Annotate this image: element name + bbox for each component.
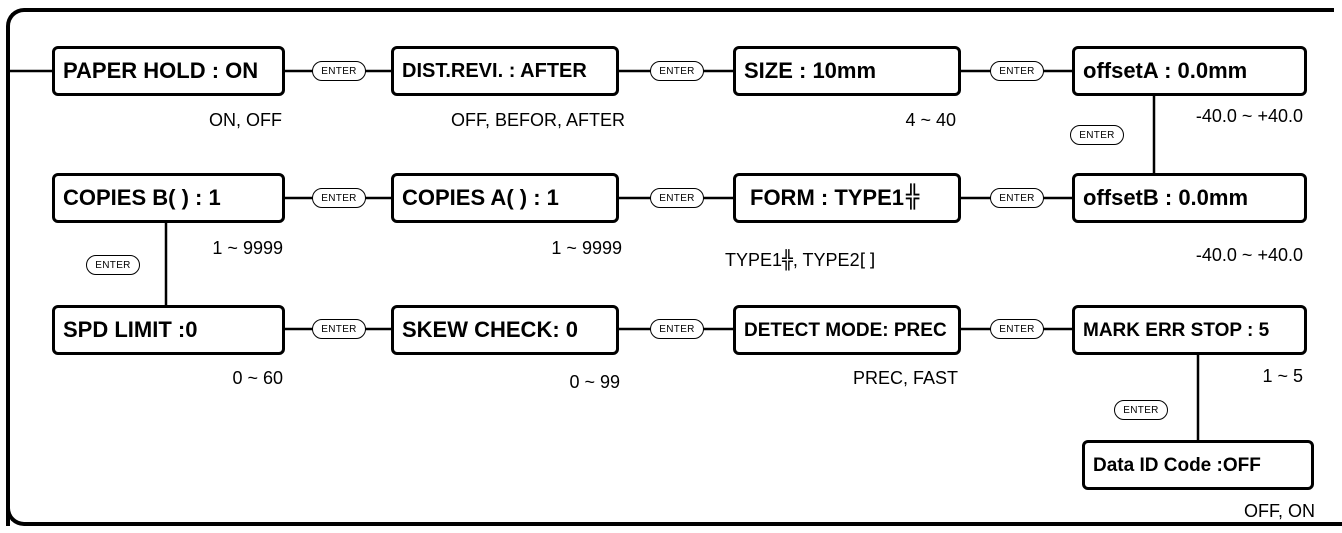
spd-limit-label: SPD LIMIT :0 [63, 317, 198, 342]
form-type1-mark-icon: ╬ [906, 185, 920, 210]
offset-b-box[interactable]: offsetB : 0.0mm [1072, 173, 1307, 223]
copies-a-range: 1 ~ 9999 [551, 238, 622, 258]
form-range: TYPE1╬, TYPE2[ ] [725, 250, 985, 271]
dist-revi-range: OFF, BEFOR, AFTER [450, 110, 625, 130]
detect-mode-label: DETECT MODE: PREC [744, 319, 947, 341]
mark-err-stop-label: MARK ERR STOP : 5 [1083, 319, 1270, 341]
enter-key-icon: ENTER [990, 319, 1044, 339]
dist-revi-label: DIST.REVI. : AFTER [402, 60, 587, 82]
copies-a-label: COPIES A( ) : 1 [402, 185, 559, 210]
form-box[interactable]: FORM : TYPE1╬ [733, 173, 961, 223]
mark-err-stop-range: 1 ~ 5 [1262, 366, 1303, 386]
form-range-type2: , TYPE2 [792, 250, 860, 270]
offset-a-range: -40.0 ~ +40.0 [1195, 106, 1303, 126]
size-label: SIZE : 10mm [744, 58, 877, 83]
skew-check-label: SKEW CHECK: 0 [402, 317, 579, 342]
enter-key-icon: ENTER [312, 61, 366, 81]
paper-hold-range: ON, OFF [209, 110, 282, 130]
paper-hold-label: PAPER HOLD : ON [63, 58, 259, 83]
enter-key-icon: ENTER [86, 255, 140, 275]
enter-key-icon: ENTER [650, 319, 704, 339]
data-id-code-label: Data ID Code :OFF [1093, 454, 1261, 476]
offset-a-box[interactable]: offsetA : 0.0mm [1072, 46, 1307, 96]
enter-key-icon: ENTER [650, 61, 704, 81]
spd-limit-range: 0 ~ 60 [232, 368, 283, 388]
size-box[interactable]: SIZE : 10mm [733, 46, 961, 96]
enter-key-icon: ENTER [650, 188, 704, 208]
form-label: FORM : TYPE1 [750, 185, 905, 210]
offset-b-range: -40.0 ~ +40.0 [1195, 245, 1303, 265]
spd-limit-box[interactable]: SPD LIMIT :0 [52, 305, 285, 355]
skew-check-box[interactable]: SKEW CHECK: 0 [391, 305, 619, 355]
enter-key-icon: ENTER [312, 188, 366, 208]
enter-key-icon: ENTER [1114, 400, 1168, 420]
detect-mode-range: PREC, FAST [852, 368, 958, 388]
enter-key-icon: ENTER [312, 319, 366, 339]
data-id-code-range: OFF, ON [1244, 501, 1315, 521]
copies-a-box[interactable]: COPIES A( ) : 1 [391, 173, 619, 223]
copies-b-box[interactable]: COPIES B( ) : 1 [52, 173, 285, 223]
size-range: 4 ~ 40 [905, 110, 956, 130]
offset-a-label: offsetA : 0.0mm [1083, 58, 1248, 83]
form-range-type1-mark-icon: ╬ [782, 250, 793, 271]
enter-key-icon: ENTER [990, 188, 1044, 208]
copies-b-range: 1 ~ 9999 [212, 238, 283, 258]
enter-key-icon: ENTER [990, 61, 1044, 81]
menu-frame-bottom [6, 470, 1342, 526]
detect-mode-box[interactable]: DETECT MODE: PREC [733, 305, 961, 355]
data-id-code-box[interactable]: Data ID Code :OFF [1082, 440, 1314, 490]
enter-key-icon: ENTER [1070, 125, 1124, 145]
copies-b-label: COPIES B( ) : 1 [63, 185, 221, 210]
form-range-type1: TYPE1 [725, 250, 783, 270]
mark-err-stop-box[interactable]: MARK ERR STOP : 5 [1072, 305, 1307, 355]
dist-revi-box[interactable]: DIST.REVI. : AFTER [391, 46, 619, 96]
form-range-type2-mark-icon: [ ] [859, 250, 876, 271]
skew-check-range: 0 ~ 99 [569, 372, 620, 392]
menu-frame [6, 8, 1334, 526]
paper-hold-box[interactable]: PAPER HOLD : ON [52, 46, 285, 96]
offset-b-label: offsetB : 0.0mm [1083, 185, 1249, 210]
